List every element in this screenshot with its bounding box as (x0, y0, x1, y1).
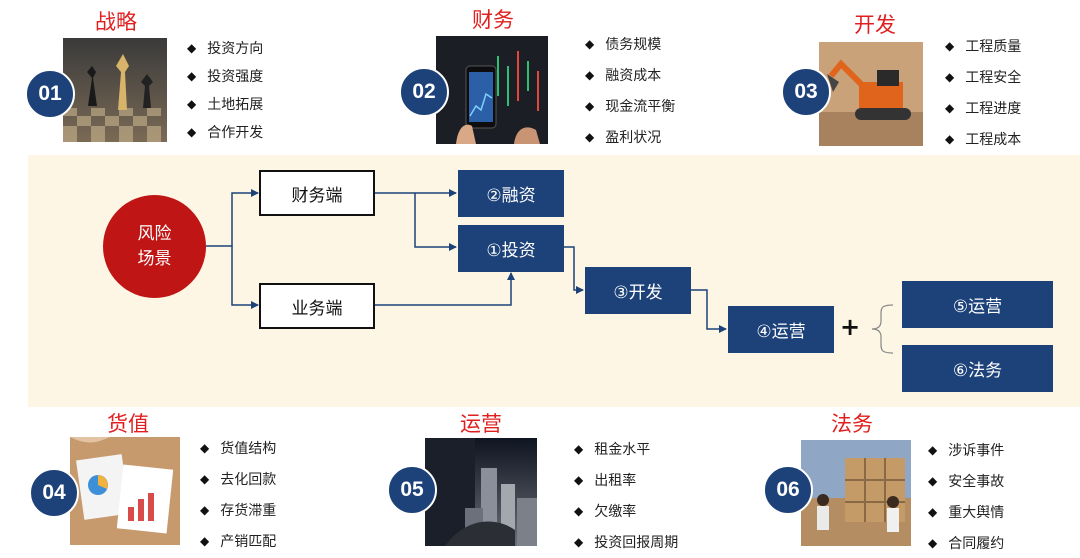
finance-end-box: 财务端 (259, 170, 375, 216)
list-item: ◆工程成本 (945, 131, 1022, 148)
number-badge-03: 03 (781, 67, 831, 117)
list-item: ◆重大舆情 (928, 504, 1005, 521)
list-item: ◆工程安全 (945, 69, 1022, 86)
list-item: ◆合作开发 (187, 125, 264, 141)
inventory-value-list: ◆货值结构 ◆去化回款 ◆存货滞重 ◆产销匹配 (200, 432, 276, 556)
business-end-box: 业务端 (259, 283, 375, 329)
risk-scenario-circle: 风险 场景 (103, 195, 206, 298)
diamond-bullet-icon: ◆ (585, 67, 595, 82)
risk-label-line1: 风险 (137, 223, 172, 244)
operation-list: ◆租金水平 ◆出租率 ◆欠缴率 ◆投资回报周期 (574, 433, 678, 557)
operation-box: ④运营 (728, 306, 834, 353)
list-item: ◆现金流平衡 (585, 98, 676, 115)
number-badge-02: 02 (399, 67, 449, 117)
list-item: ◆投资回报周期 (574, 534, 679, 551)
diamond-bullet-icon: ◆ (200, 533, 210, 548)
number-badge-04: 04 (29, 468, 79, 518)
diamond-bullet-icon: ◆ (928, 442, 938, 457)
diamond-bullet-icon: ◆ (585, 36, 595, 51)
category-title-legal: 法务 (831, 412, 873, 436)
plus-sign: + (840, 313, 861, 341)
diamond-bullet-icon: ◆ (200, 502, 210, 517)
excavator-photo (819, 42, 923, 146)
city-buildings-photo (425, 438, 537, 546)
number-badge-01: 01 (25, 69, 75, 119)
diamond-bullet-icon: ◆ (200, 471, 210, 486)
list-item: ◆工程进度 (945, 100, 1022, 117)
list-item: ◆出租率 (574, 472, 637, 489)
list-item: ◆欠缴率 (574, 503, 637, 520)
diamond-bullet-icon: ◆ (187, 69, 197, 83)
list-item: ◆盈利状况 (585, 129, 662, 146)
diamond-bullet-icon: ◆ (574, 534, 584, 549)
list-item: ◆产销匹配 (200, 533, 277, 550)
list-item: ◆去化回款 (200, 471, 277, 488)
diamond-bullet-icon: ◆ (928, 535, 938, 550)
development-box: ③开发 (585, 267, 691, 314)
list-item: ◆合同履约 (928, 535, 1005, 552)
number-badge-06: 06 (763, 465, 813, 515)
chess-pieces-photo (63, 38, 167, 142)
diamond-bullet-icon: ◆ (574, 503, 584, 518)
operating-box: ⑤运营 (902, 281, 1053, 328)
diamond-bullet-icon: ◆ (945, 100, 955, 115)
diamond-bullet-icon: ◆ (945, 69, 955, 84)
diamond-bullet-icon: ◆ (585, 98, 595, 113)
legal-box: ⑥法务 (902, 345, 1053, 392)
investment-box: ①投资 (458, 225, 564, 272)
category-title-finance: 财务 (472, 8, 514, 32)
category-title-strategy: 战略 (95, 10, 137, 34)
diamond-bullet-icon: ◆ (200, 440, 210, 455)
diamond-bullet-icon: ◆ (574, 441, 584, 456)
diamond-bullet-icon: ◆ (945, 131, 955, 146)
business-documents-photo (70, 437, 180, 545)
list-item: ◆土地拓展 (187, 97, 264, 113)
financing-box: ②融资 (458, 170, 564, 217)
diamond-bullet-icon: ◆ (585, 129, 595, 144)
phone-trading-chart-photo (436, 36, 548, 144)
list-item: ◆融资成本 (585, 67, 662, 84)
construction-workers-photo (801, 440, 911, 546)
diamond-bullet-icon: ◆ (187, 41, 197, 55)
risk-label-line2: 场景 (137, 248, 172, 269)
diamond-bullet-icon: ◆ (574, 472, 584, 487)
category-title-operation: 运营 (460, 412, 502, 436)
list-item: ◆涉诉事件 (928, 442, 1005, 459)
diamond-bullet-icon: ◆ (187, 125, 197, 139)
list-item: ◆投资方向 (187, 41, 264, 57)
list-item: ◆租金水平 (574, 441, 651, 458)
diamond-bullet-icon: ◆ (187, 97, 197, 111)
diamond-bullet-icon: ◆ (928, 504, 938, 519)
list-item: ◆投资强度 (187, 69, 264, 85)
list-item: ◆工程质量 (945, 38, 1022, 55)
number-badge-05: 05 (387, 465, 437, 515)
strategy-list: ◆投资方向 ◆投资强度 ◆土地拓展 ◆合作开发 (187, 34, 263, 146)
finance-list: ◆债务规模 ◆融资成本 ◆现金流平衡 ◆盈利状况 (585, 28, 675, 152)
category-title-development: 开发 (854, 13, 896, 37)
list-item: ◆货值结构 (200, 440, 277, 457)
list-item: ◆债务规模 (585, 36, 662, 53)
list-item: ◆存货滞重 (200, 502, 277, 519)
category-title-inventory-value: 货值 (107, 412, 149, 436)
development-list: ◆工程质量 ◆工程安全 ◆工程进度 ◆工程成本 (945, 30, 1021, 154)
list-item: ◆安全事故 (928, 473, 1005, 490)
diamond-bullet-icon: ◆ (928, 473, 938, 488)
legal-list: ◆涉诉事件 ◆安全事故 ◆重大舆情 ◆合同履约 (928, 434, 1004, 558)
diamond-bullet-icon: ◆ (945, 38, 955, 53)
